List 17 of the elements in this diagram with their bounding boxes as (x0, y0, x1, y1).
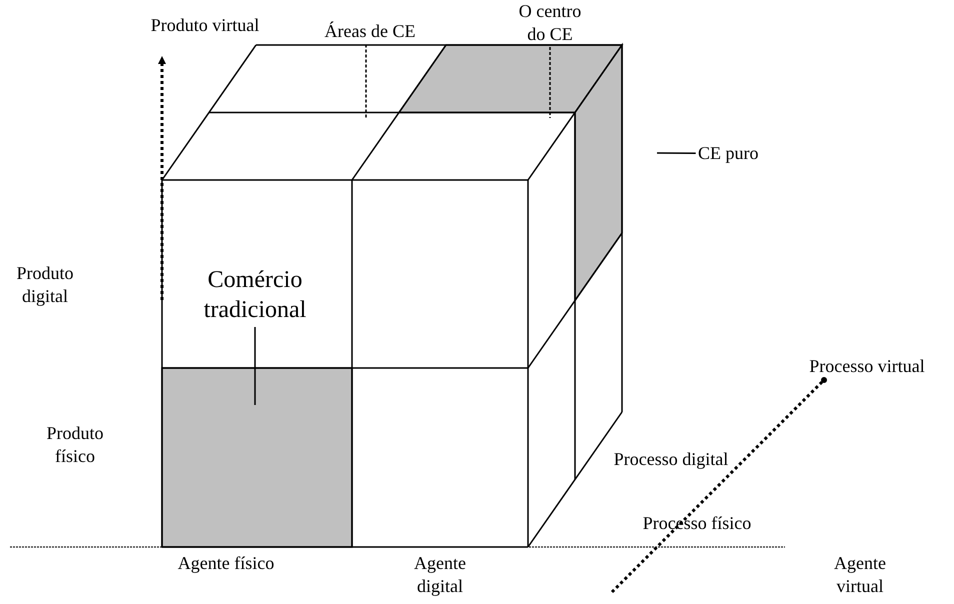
callout-label: O centro do CE (508, 0, 592, 45)
axis-label: Agente digital (413, 552, 467, 597)
callout-label: Comércio tradicional (190, 265, 320, 325)
axis-label: Produto digital (15, 262, 74, 307)
callout-label: CE puro (698, 142, 758, 164)
axis-label: Processo virtual (808, 355, 926, 378)
leader-line (254, 327, 256, 405)
axis-label: Produto virtual (150, 14, 260, 36)
axis-label: Processo físico (642, 512, 752, 534)
leader-line (365, 44, 367, 118)
callout-label: Áreas de CE (320, 20, 420, 42)
axis-label: Produto físico (45, 422, 104, 467)
axis-label: Agente virtual (833, 552, 887, 597)
leader-line (657, 152, 696, 154)
axis-label: Agente físico (176, 552, 276, 574)
leader-line (549, 47, 551, 118)
axis-label: Processo digital (612, 448, 730, 470)
